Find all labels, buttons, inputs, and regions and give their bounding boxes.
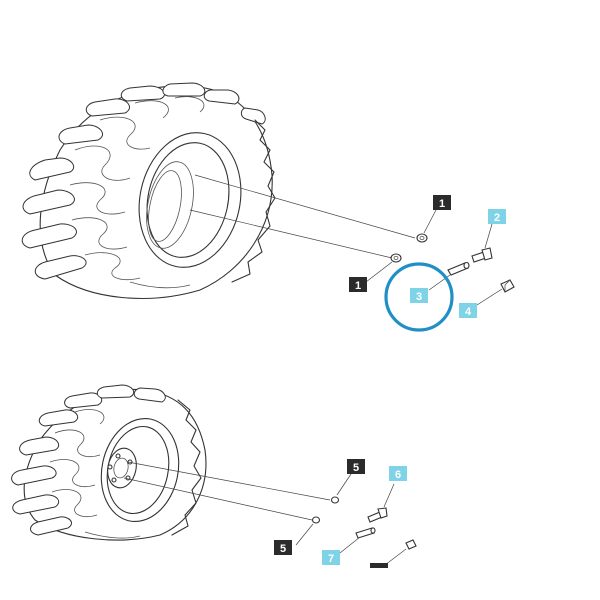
washer-part-1-lower <box>390 253 402 263</box>
highlight-ring <box>384 262 454 332</box>
callout-label: 6 <box>395 469 401 481</box>
nut-part-8 <box>405 539 417 550</box>
washer-part-5-lower <box>311 516 321 524</box>
washer-part-1-upper <box>416 233 428 243</box>
callout-1-upper: 1 <box>433 195 451 210</box>
callout-6: 6 <box>389 466 407 481</box>
callout-4: 4 <box>459 303 477 318</box>
callout-label: 3 <box>416 291 422 303</box>
top-hardware <box>390 233 515 293</box>
rim-outer <box>138 132 242 268</box>
front-wheel-bottom <box>11 384 207 541</box>
callout-label: 4 <box>465 306 472 318</box>
pin-part-3 <box>447 261 470 276</box>
tread-lugs-top <box>21 82 266 289</box>
tread-lugs-bottom <box>11 384 166 539</box>
bolt-part-6 <box>367 507 388 523</box>
callout-7: 7 <box>322 550 340 565</box>
bolt-part-2 <box>471 247 493 263</box>
callout-label: 2 <box>494 212 500 224</box>
callout-1-lower: 1 <box>349 277 367 292</box>
callout-label: 5 <box>353 462 359 474</box>
callout-5-upper: 5 <box>347 459 365 474</box>
callout-2: 2 <box>488 209 506 224</box>
callout-5-lower: 5 <box>274 540 292 555</box>
washer-part-5-upper <box>330 496 340 504</box>
rear-wheel-top <box>21 82 276 299</box>
callout-3: 3 <box>410 288 428 303</box>
callout-label: 1 <box>439 198 445 210</box>
callout-cropped <box>370 563 388 568</box>
callout-label: 1 <box>355 280 361 292</box>
callout-label: 7 <box>328 553 334 565</box>
nut-part-4 <box>500 279 515 293</box>
callout-label: 5 <box>280 543 286 555</box>
pin-part-7 <box>355 527 376 539</box>
bottom-hardware <box>311 496 417 550</box>
